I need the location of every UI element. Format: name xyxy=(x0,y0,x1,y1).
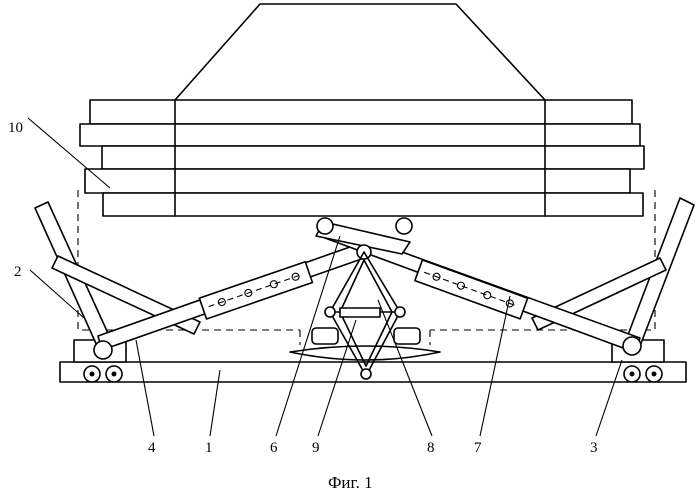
load-panel-2 xyxy=(80,124,640,146)
callout-9: 9 xyxy=(312,440,320,456)
scissor-cylinder xyxy=(340,308,380,317)
load-panel-5 xyxy=(103,193,643,216)
callout-10: 10 xyxy=(8,120,23,136)
base-platform xyxy=(60,362,686,382)
callout-1: 1 xyxy=(205,440,213,456)
callout-6: 6 xyxy=(270,440,278,456)
center-block-left xyxy=(312,328,338,344)
load-panel-4 xyxy=(85,169,630,193)
load-panel-1 xyxy=(90,100,632,124)
load-top-trapezoid xyxy=(175,4,545,100)
callout-2: 2 xyxy=(14,264,22,280)
hook-left xyxy=(317,218,333,234)
callout-3: 3 xyxy=(590,440,598,456)
left-arm-assembly xyxy=(35,202,200,348)
load-stack xyxy=(80,4,644,216)
callout-8: 8 xyxy=(427,440,435,456)
hook-right xyxy=(396,218,412,234)
pivot-left xyxy=(94,341,112,359)
callout-4: 4 xyxy=(148,440,156,456)
center-block-right xyxy=(394,328,420,344)
load-panel-3 xyxy=(102,146,644,169)
pivot-right xyxy=(623,337,641,355)
callout-7: 7 xyxy=(474,440,482,456)
base-plate xyxy=(290,346,440,360)
figure-caption: Фиг. 1 xyxy=(328,473,373,492)
